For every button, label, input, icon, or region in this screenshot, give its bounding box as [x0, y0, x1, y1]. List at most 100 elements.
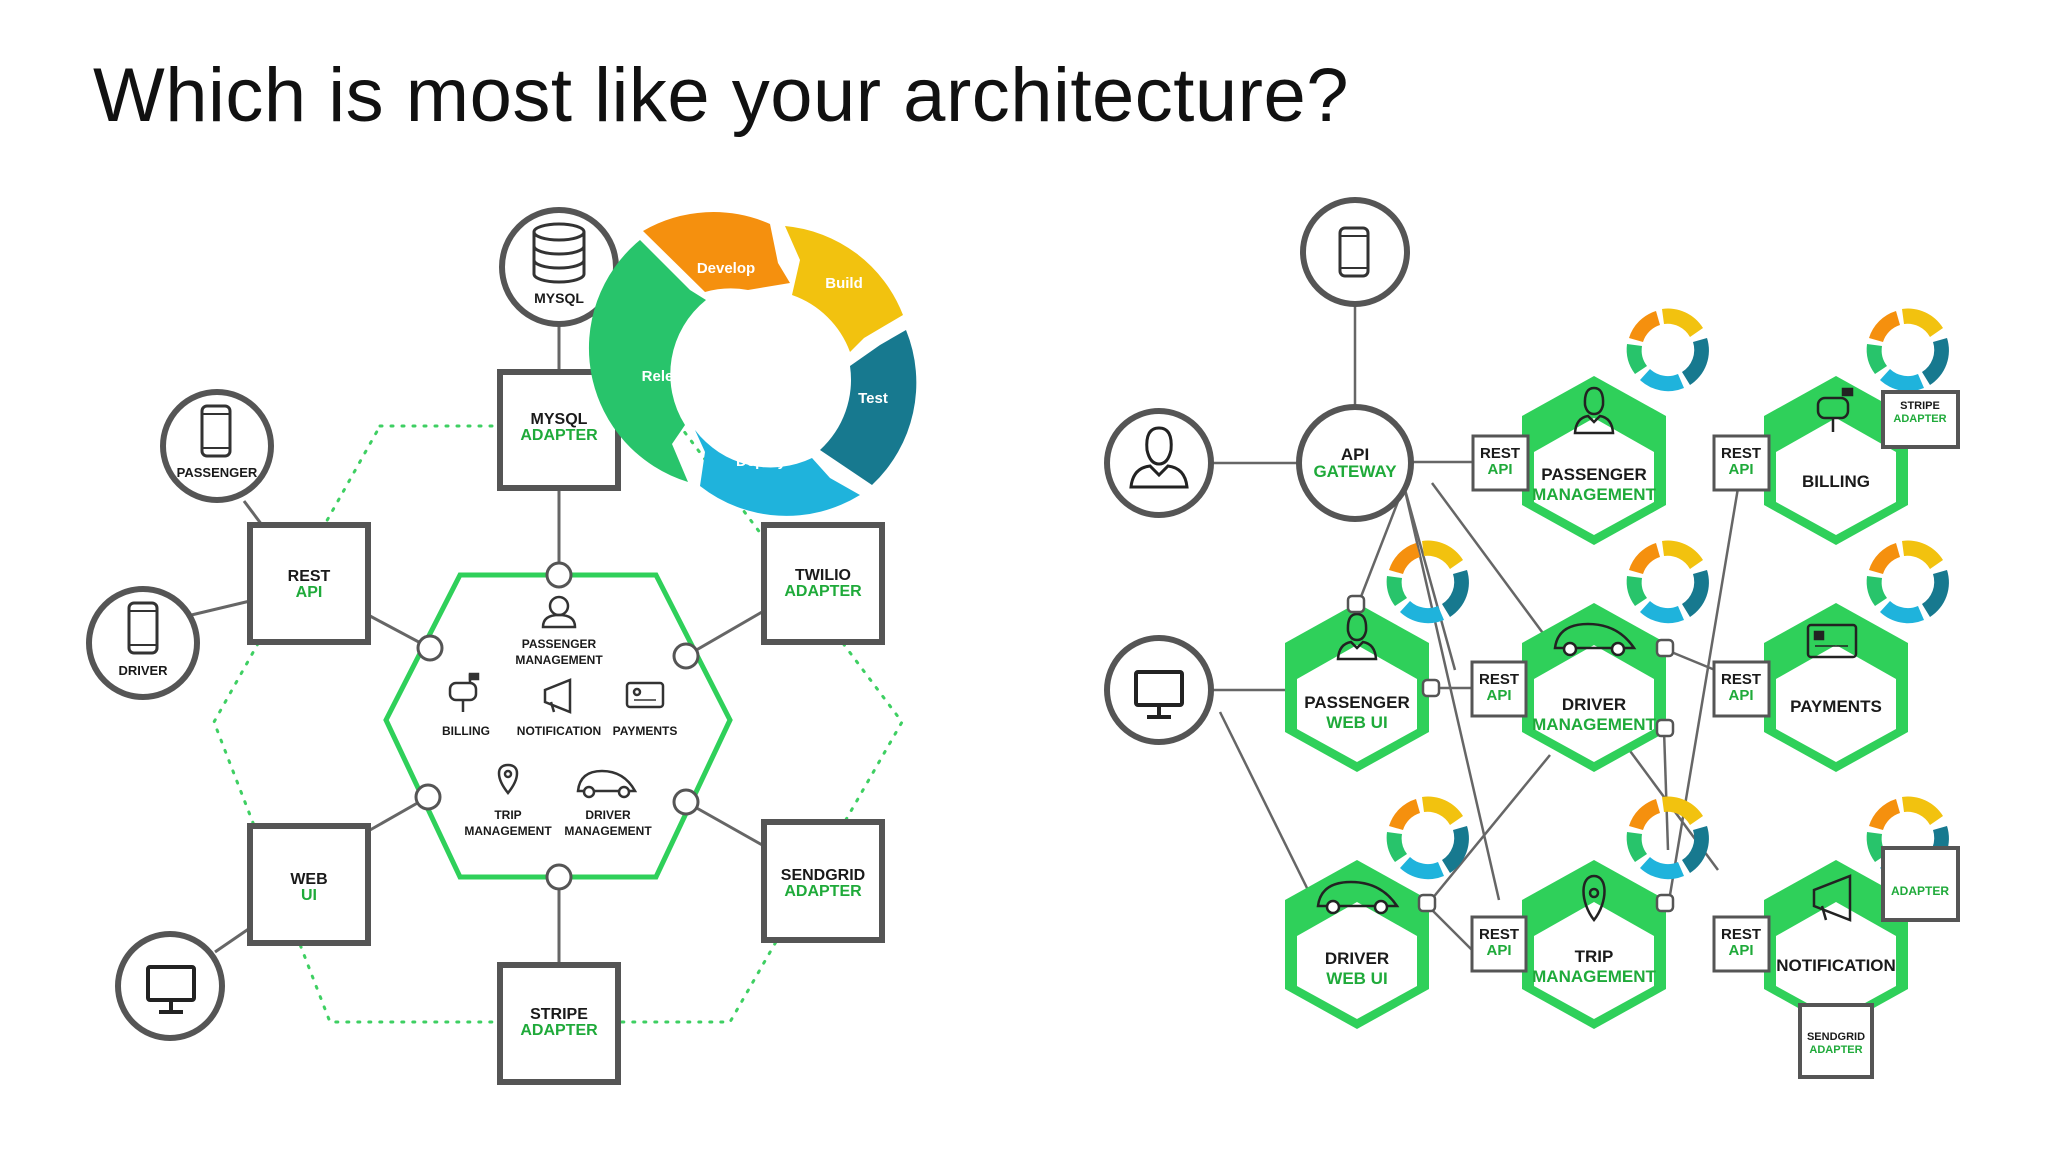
- svg-text:DRIVER: DRIVER: [1562, 695, 1626, 714]
- svg-text:Deploy: Deploy: [736, 453, 787, 470]
- monolith-core-hexagon: [383, 572, 733, 880]
- billing-service: BILLING: [1764, 376, 1908, 545]
- adapter-box: ADAPTER: [1881, 846, 1960, 922]
- svg-text:API: API: [1728, 687, 1753, 704]
- driver-label: DRIVER: [118, 663, 168, 678]
- driver-phone-node: DRIVER: [86, 586, 200, 700]
- svg-text:WEB UI: WEB UI: [1326, 969, 1387, 988]
- rest-api-box: REST API: [1712, 915, 1771, 973]
- person-icon: [1336, 612, 1378, 661]
- notification-service: NOTIFICATION: [1764, 860, 1908, 1029]
- rest-api-box: REST API: [1712, 434, 1771, 492]
- credit-card-icon: [625, 681, 665, 709]
- svg-text:PASSENGER: PASSENGER: [522, 637, 597, 651]
- person-icon: [541, 595, 577, 629]
- svg-text:REST: REST: [1721, 671, 1761, 688]
- svg-text:Build: Build: [825, 275, 863, 292]
- service-ports: [1346, 594, 1675, 913]
- credit-card-icon: [1806, 623, 1858, 659]
- svg-text:GATEWAY: GATEWAY: [1313, 462, 1397, 481]
- microservices-diagram: API GATEWAY PASSENGER MANAGEMENT: [1104, 197, 1960, 1079]
- twilio-adapter-box: TWILIO ADAPTER: [761, 522, 885, 645]
- mailbox-icon: [1816, 387, 1854, 432]
- svg-text:ADAPTER: ADAPTER: [784, 583, 862, 600]
- svg-text:REST: REST: [1721, 926, 1761, 943]
- phone-icon: [200, 404, 232, 458]
- megaphone-icon: [543, 678, 572, 714]
- svg-text:BILLING: BILLING: [442, 724, 490, 738]
- svg-text:Test: Test: [858, 390, 888, 407]
- svg-text:DRIVER: DRIVER: [1325, 949, 1389, 968]
- port-circles: [414, 561, 700, 891]
- svg-text:NOTIFICATION: NOTIFICATION: [1776, 956, 1896, 975]
- passenger-label: PASSENGER: [177, 465, 258, 480]
- svg-text:REST: REST: [1479, 671, 1519, 688]
- svg-text:ADAPTER: ADAPTER: [1891, 884, 1949, 898]
- billing-module: BILLING: [442, 672, 490, 738]
- mobile-client-node: [1300, 197, 1410, 307]
- svg-text:MANAGEMENT: MANAGEMENT: [464, 824, 552, 838]
- svg-text:REST: REST: [1480, 445, 1520, 462]
- lifecycle-cycle: Develop Build Test Deploy Release: [588, 212, 917, 516]
- svg-text:Release: Release: [642, 368, 699, 385]
- svg-text:MANAGEMENT: MANAGEMENT: [564, 824, 652, 838]
- svg-text:MANAGEMENT: MANAGEMENT: [1532, 485, 1656, 504]
- svg-text:ADAPTER: ADAPTER: [520, 1022, 598, 1039]
- svg-text:SENDGRID: SENDGRID: [781, 867, 865, 884]
- phone-icon: [127, 601, 159, 655]
- svg-text:API: API: [1486, 687, 1511, 704]
- notification-module: NOTIFICATION: [517, 678, 601, 738]
- svg-text:PASSENGER: PASSENGER: [1541, 465, 1647, 484]
- build-segment: [785, 226, 903, 352]
- trip-management-module: TRIP MANAGEMENT: [464, 763, 552, 838]
- map-pin-icon: [497, 763, 519, 796]
- svg-text:MANAGEMENT: MANAGEMENT: [515, 653, 603, 667]
- test-segment: [820, 330, 917, 485]
- release-segment: [588, 240, 706, 482]
- svg-text:WEB UI: WEB UI: [1326, 713, 1387, 732]
- svg-text:API: API: [296, 584, 323, 601]
- megaphone-icon: [1812, 874, 1852, 922]
- svg-text:API: API: [1486, 942, 1511, 959]
- rest-api-box: REST API: [247, 522, 371, 645]
- web-ui-box: WEB UI: [247, 823, 371, 946]
- payments-module: PAYMENTS: [613, 681, 677, 738]
- svg-text:TRIP: TRIP: [494, 808, 521, 822]
- svg-text:REST: REST: [1721, 445, 1761, 462]
- svg-text:API: API: [1728, 942, 1753, 959]
- person-icon: [1573, 386, 1615, 435]
- person-icon: [1129, 426, 1189, 489]
- svg-text:ADAPTER: ADAPTER: [1809, 1044, 1862, 1056]
- desktop-client-node: [1104, 635, 1214, 745]
- monitor-icon: [1134, 670, 1184, 719]
- api-gateway-node: API GATEWAY: [1296, 404, 1414, 522]
- database-icon: [532, 222, 586, 284]
- sendgrid-adapter-box: SENDGRID ADAPTER: [1798, 1003, 1874, 1079]
- rest-api-box: REST API: [1470, 660, 1528, 718]
- passenger-web-ui-service: PASSENGER WEB UI: [1285, 603, 1429, 772]
- svg-text:MANAGEMENT: MANAGEMENT: [1532, 715, 1656, 734]
- svg-text:WEB: WEB: [290, 871, 327, 888]
- payments-service: PAYMENTS: [1764, 603, 1908, 772]
- svg-text:BILLING: BILLING: [1802, 472, 1870, 491]
- phone-icon: [1338, 226, 1370, 278]
- svg-text:PAYMENTS: PAYMENTS: [1790, 697, 1882, 716]
- rest-api-box: REST API: [1712, 660, 1771, 718]
- monitor-icon: [146, 965, 196, 1014]
- svg-text:STRIPE: STRIPE: [530, 1006, 588, 1023]
- stripe-adapter-box: STRIPE ADAPTER: [497, 962, 621, 1085]
- svg-text:UI: UI: [301, 887, 317, 904]
- svg-text:TWILIO: TWILIO: [795, 567, 851, 584]
- user-client-node: [1104, 408, 1214, 518]
- monolith-connectors: [182, 312, 765, 965]
- develop-segment: [643, 212, 790, 292]
- monolith-diagram: MYSQL PASSENGER DRIVER: [86, 207, 917, 1085]
- car-icon: [576, 769, 638, 799]
- sendgrid-adapter-box: SENDGRID ADAPTER: [761, 819, 885, 943]
- svg-text:REST: REST: [1479, 926, 1519, 943]
- driver-web-ui-service: DRIVER WEB UI: [1285, 860, 1429, 1029]
- svg-text:API: API: [1728, 461, 1753, 478]
- mysql-label: MYSQL: [534, 290, 584, 306]
- svg-text:Develop: Develop: [697, 260, 755, 277]
- mailbox-icon: [448, 672, 480, 712]
